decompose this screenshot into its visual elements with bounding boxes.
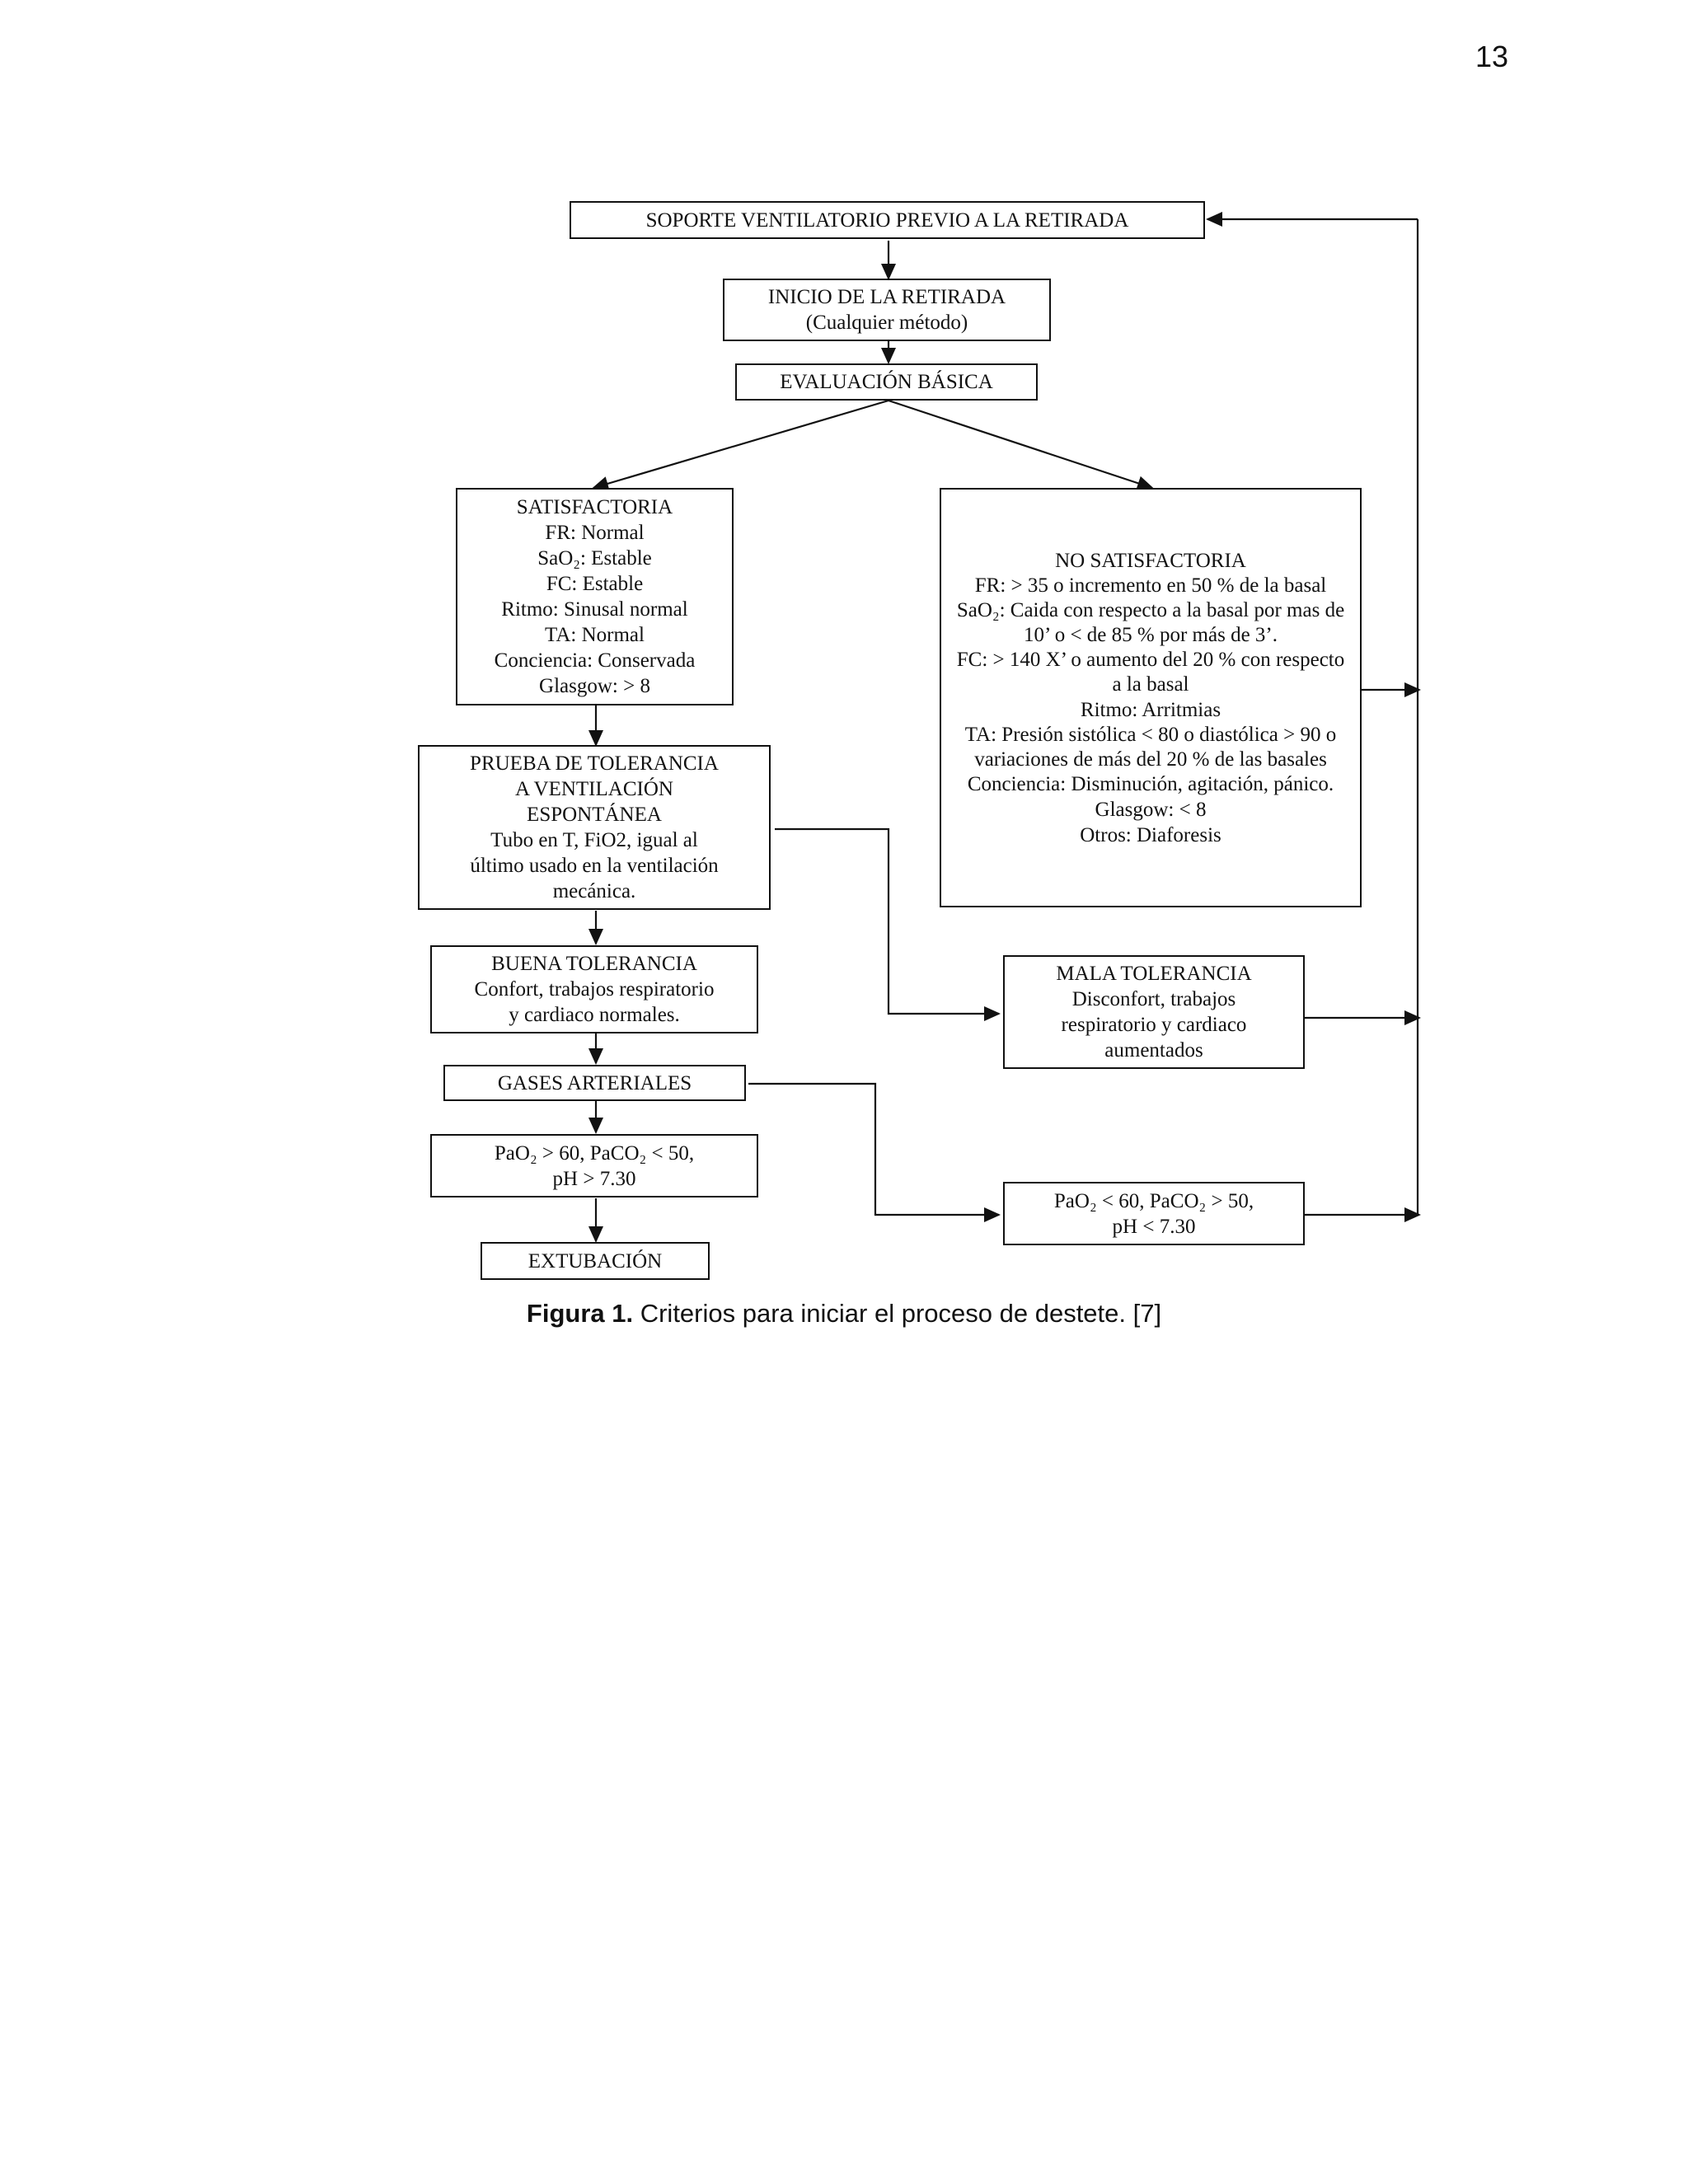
box-line: pH < 7.30 (1112, 1215, 1196, 1238)
box-line: Conciencia: Disminución, agitación, páni… (967, 772, 1334, 795)
box-line: ESPONTÁNEA (527, 804, 662, 826)
box-prueba-tolerancia: PRUEBA DE TOLERANCIA A VENTILACIÓN ESPON… (418, 745, 771, 910)
box-line: Confort, trabajos respiratorio (474, 978, 715, 1001)
box-pao2-alterado: PaO₂ < 60, PaCO₂ > 50, pH < 7.30 (1003, 1182, 1305, 1245)
box-line: Conciencia: Conservada (494, 649, 696, 672)
caption-text: Criterios para iniciar el proceso de des… (633, 1299, 1162, 1328)
box-line: A VENTILACIÓN (515, 778, 673, 800)
box-evaluacion-basica: EVALUACIÓN BÁSICA (735, 363, 1038, 401)
box-line: Otros: Diaforesis (1080, 823, 1221, 846)
box-satisfactoria: SATISFACTORIA FR: Normal SaO₂: Estable F… (456, 488, 734, 705)
box-line: EXTUBACIÓN (528, 1249, 663, 1272)
box-line: aumentados (1104, 1039, 1203, 1062)
figure-caption: Figura 1. Criterios para iniciar el proc… (0, 1299, 1688, 1329)
box-line: FR: > 35 o incremento en 50 % de la basa… (974, 574, 1327, 597)
box-line: Glasgow: < 8 (1095, 798, 1207, 821)
box-line: Glasgow: > 8 (539, 675, 650, 697)
box-line: BUENA TOLERANCIA (491, 953, 697, 975)
box-line: respiratorio y cardiaco (1061, 1014, 1247, 1036)
arrow-evaluacion-no-satisfactoria (888, 399, 1154, 490)
box-line: mecánica. (552, 880, 636, 902)
box-line: FC: Estable (546, 573, 644, 595)
box-line: SaO₂: Estable (537, 547, 652, 569)
box-line: TA: Presión sistólica < 80 o diastólica … (964, 723, 1337, 771)
box-line: INICIO DE LA RETIRADA (767, 286, 1006, 308)
box-line: SaO₂: Caida con respecto a la basal por … (956, 598, 1345, 646)
box-line: GASES ARTERIALES (497, 1071, 692, 1094)
box-line: SATISFACTORIA (516, 496, 673, 518)
box-line: FC: > 140 X’ o aumento del 20 % con resp… (956, 648, 1345, 696)
box-line: PaO₂ > 60, PaCO₂ < 50, (494, 1141, 695, 1165)
box-gases-arteriales: GASES ARTERIALES (443, 1065, 746, 1101)
box-line: Ritmo: Sinusal normal (501, 598, 688, 621)
box-line: EVALUACIÓN BÁSICA (780, 371, 993, 393)
page-number: 13 (1475, 40, 1509, 73)
arrow-prueba-mala (775, 827, 1001, 1021)
box-line: MALA TOLERANCIA (1056, 963, 1252, 985)
box-buena-tolerancia: BUENA TOLERANCIA Confort, trabajos respi… (430, 945, 758, 1033)
arrow-evaluacion-satisfactoria (592, 399, 889, 491)
box-line: NO SATISFACTORIA (1055, 549, 1246, 572)
box-pao2-normal: PaO₂ > 60, PaCO₂ < 50, pH > 7.30 (430, 1134, 758, 1197)
box-inicio-retirada: INICIO DE LA RETIRADA (Cualquier método) (723, 279, 1051, 341)
box-line: PRUEBA DE TOLERANCIA (470, 752, 719, 775)
box-line: (Cualquier método) (805, 312, 968, 334)
box-extubacion: EXTUBACIÓN (481, 1242, 710, 1280)
box-line: FR: Normal (545, 522, 645, 544)
box-line: y cardiaco normales. (509, 1004, 680, 1026)
box-line: Ritmo: Arritmias (1080, 698, 1221, 721)
box-soporte-ventilatorio: SOPORTE VENTILATORIO PREVIO A LA RETIRAD… (570, 201, 1205, 239)
box-line: último usado en la ventilación (470, 855, 719, 877)
box-line: TA: Normal (545, 624, 645, 646)
box-line: Disconfort, trabajos (1071, 988, 1236, 1010)
box-line: Tubo en T, FiO2, igual al (490, 829, 698, 851)
arrow-gases-pao2-bad (748, 1082, 1001, 1222)
box-line: SOPORTE VENTILATORIO PREVIO A LA RETIRAD… (645, 209, 1129, 232)
box-line: PaO₂ < 60, PaCO₂ > 50, (1053, 1189, 1254, 1212)
box-no-satisfactoria: NO SATISFACTORIA FR: > 35 o incremento e… (940, 488, 1362, 907)
caption-label: Figura 1. (526, 1299, 634, 1328)
box-mala-tolerancia: MALA TOLERANCIA Disconfort, trabajos res… (1003, 955, 1305, 1069)
box-line: pH > 7.30 (552, 1167, 636, 1190)
